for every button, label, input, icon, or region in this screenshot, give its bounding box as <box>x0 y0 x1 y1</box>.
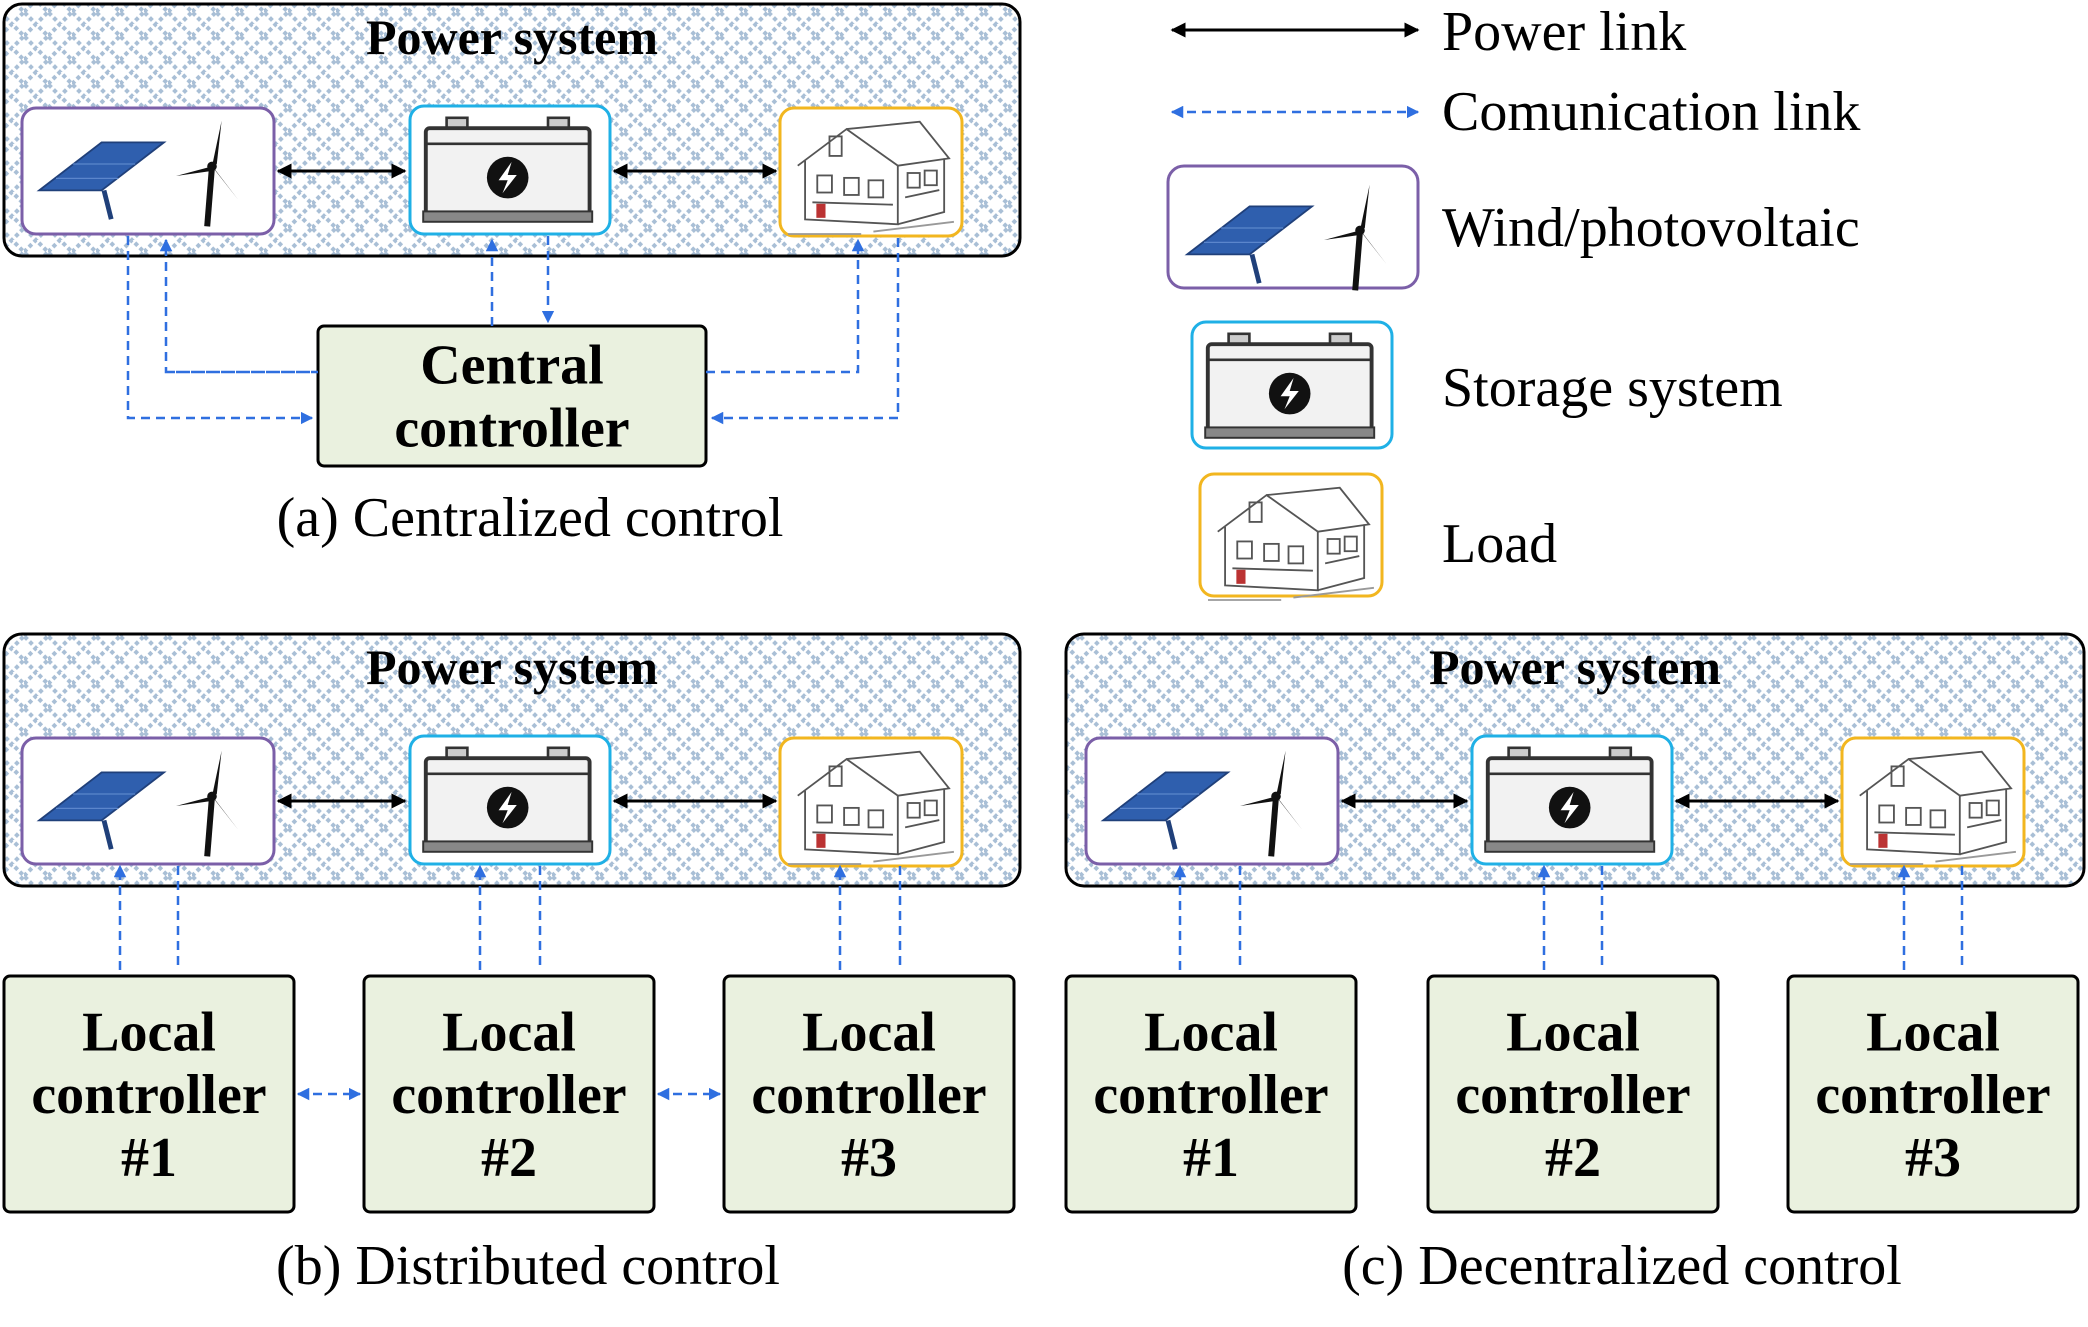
panel-b-power-system-title: Power system <box>366 639 658 695</box>
panel-c-renewable-unit <box>1084 736 1340 866</box>
panel-a-central-controller-label-line: Central <box>420 335 604 397</box>
panel-b-local-controller-2-label-line: #2 <box>481 1127 537 1189</box>
panel-b-load-unit <box>778 736 964 868</box>
panel-b-caption: (b) Distributed control <box>276 1235 780 1297</box>
panel-a-comm-renew-up <box>159 238 318 374</box>
panel-a-power-system-title: Power system <box>366 9 658 65</box>
legend-load-label: Load <box>1442 513 1557 575</box>
panel-c-local-controller-1-label-line: #1 <box>1183 1127 1239 1189</box>
panel-c-local-controller-1-label-line: controller <box>1093 1064 1328 1126</box>
panel-c-power-system-title: Power system <box>1429 639 1721 695</box>
battery-icon <box>421 745 595 854</box>
panel-a-load-unit <box>778 106 964 238</box>
panel-a-comm-renew-down <box>126 236 314 425</box>
panel-c-local-controller-1-box <box>1064 974 1358 1214</box>
panel-c-local-controller-2-label-line: #2 <box>1545 1127 1601 1189</box>
panel-b-local-controller-1-label-line: controller <box>31 1064 266 1126</box>
panel-c-caption: (c) Decentralized control <box>1342 1235 1902 1297</box>
panel-a-central-controller-label-line: controller <box>394 397 629 459</box>
panel-c-local-controller-3-box <box>1786 974 2080 1214</box>
panel-b-local-controller-1-box <box>2 974 296 1214</box>
panel-a-comm-load-up <box>706 238 865 374</box>
panel-b-local-controller-2-box <box>362 974 656 1214</box>
panel-b-renewable-unit <box>20 736 276 866</box>
panel-c-renewable-unit-box <box>1084 736 1340 866</box>
battery-icon <box>421 115 595 224</box>
panel-b-local-controller-2-label-line: Local <box>442 1001 576 1063</box>
panel-a-renewable-unit <box>20 106 276 236</box>
panel-b-local-controller-3-box <box>722 974 1016 1214</box>
panel-c-storage-unit <box>1470 734 1674 866</box>
legend-comm-link-label: Comunication link <box>1442 81 1860 143</box>
battery-icon <box>1483 745 1657 854</box>
panel-b-local-controller-1-label-line: Local <box>82 1001 216 1063</box>
panel-b-renewable-unit-box <box>20 736 276 866</box>
panel-a-caption: (a) Centralized control <box>277 487 784 549</box>
panel-c-load-unit <box>1840 736 2026 868</box>
legend-storage-label: Storage system <box>1442 357 1783 419</box>
panel-c-local-controller-1-label-line: Local <box>1144 1001 1278 1063</box>
panel-c-local-controller-2-label-line: controller <box>1455 1064 1690 1126</box>
panel-c-local-controller-3-label-line: #3 <box>1905 1127 1961 1189</box>
panel-a-storage-unit <box>408 104 612 236</box>
legend-renewable-box <box>1166 164 1420 290</box>
legend-battery-icon <box>1203 331 1377 440</box>
panel-c-local-controller-2-box <box>1426 974 1720 1214</box>
panel-c-local-controller-2-label-line: Local <box>1506 1001 1640 1063</box>
panel-c-local-controller-3-label-line: controller <box>1815 1064 2050 1126</box>
panel-c-local-controller-3-label-line: Local <box>1866 1001 2000 1063</box>
panel-b-local-controller-3-label-line: Local <box>802 1001 936 1063</box>
panel-a-renewable-unit-box <box>20 106 276 236</box>
legend-load-box <box>1198 472 1384 598</box>
legend-power-link-label: Power link <box>1442 1 1686 63</box>
panel-a-central-controller-box <box>316 324 708 468</box>
panel-b-local-controller-3-label-line: controller <box>751 1064 986 1126</box>
panel-b-storage-unit <box>408 734 612 866</box>
panel-a-comm-load-down <box>710 238 900 425</box>
panel-b-local-controller-1-label-line: #1 <box>121 1127 177 1189</box>
panel-b-local-controller-2-label-line: controller <box>391 1064 626 1126</box>
legend-renewable-label: Wind/photovoltaic <box>1442 197 1860 259</box>
panel-b-local-controller-3-label-line: #3 <box>841 1127 897 1189</box>
